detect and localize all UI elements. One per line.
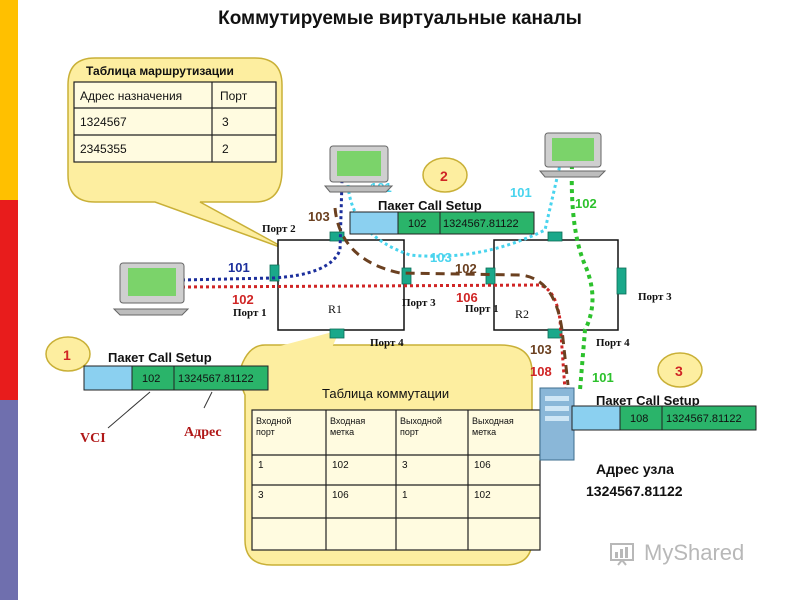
call-setup-packet: Пакет Call Setup 102 1324567.81122: [83, 350, 269, 391]
svg-text:Пакет Call Setup: Пакет Call Setup: [108, 350, 212, 365]
switching-cell: 102: [474, 490, 491, 501]
svg-text:1324567.81122: 1324567.81122: [443, 218, 519, 230]
svg-text:Пакет Call Setup: Пакет Call Setup: [378, 198, 482, 213]
channel-label-red: 102: [232, 292, 254, 307]
switching-cell: 106: [474, 460, 491, 471]
routing-table: [73, 81, 277, 163]
svg-text:1: 1: [63, 347, 71, 363]
stripe-red: [0, 200, 18, 400]
step-badge: 1: [45, 336, 91, 372]
channel-label-brown: 103: [308, 209, 330, 224]
svg-text:3: 3: [675, 363, 683, 379]
channel-label-brown: 103: [530, 342, 552, 357]
address-pointer: [203, 391, 213, 409]
port-label: Порт 3: [402, 297, 436, 309]
port-label: Порт 1: [465, 303, 499, 315]
computer-icon: [323, 145, 394, 193]
server-icon: [539, 387, 575, 461]
watermark: MyShared: [644, 540, 745, 565]
routing-cell-port: 2: [222, 142, 229, 156]
port-label: Порт 2: [262, 223, 296, 235]
stripe-purple: [0, 400, 18, 600]
step-badge: 3: [657, 352, 703, 388]
svg-text:Пакет Call Setup: Пакет Call Setup: [596, 393, 700, 408]
svg-text:1324567.81122: 1324567.81122: [666, 413, 742, 425]
port-label: Порт 4: [596, 337, 630, 349]
svg-text:108: 108: [630, 413, 648, 425]
router-r2-name: R2: [515, 307, 529, 321]
channel-label-cyan: 103: [430, 250, 452, 265]
channel-label-brown: 102: [455, 261, 477, 276]
switching-cell: 3: [258, 490, 264, 501]
svg-text:102: 102: [142, 373, 160, 385]
svg-text:102: 102: [408, 218, 426, 230]
router-r1-name: R1: [328, 302, 342, 316]
port-label: Порт 4: [370, 337, 404, 349]
switching-cell: 102: [332, 460, 349, 471]
switching-cell: 106: [332, 490, 349, 501]
switching-table-caption: Таблица коммутации: [322, 386, 449, 401]
channel-label-blue: 101: [228, 260, 250, 275]
channel-label-green: 102: [575, 196, 597, 211]
router-ports: [269, 231, 627, 339]
myshared-logo-icon: [610, 543, 634, 566]
port-label: Порт 1: [233, 307, 267, 319]
call-setup-packet: Пакет Call Setup 102 1324567.81122: [349, 198, 535, 235]
node-address-value: 1324567.81122: [586, 483, 683, 499]
channel-label-red: 106: [456, 290, 478, 305]
svg-text:1324567.81122: 1324567.81122: [178, 373, 254, 385]
switching-cell: 1: [258, 460, 264, 471]
computer-icon: [538, 132, 607, 178]
channel-brown: [333, 207, 570, 386]
node-address-label: Адрес узла: [596, 461, 674, 477]
switching-cell: 3: [402, 460, 408, 471]
address-annotation: Адрес: [184, 425, 222, 440]
channel-label-cyan: 101: [510, 185, 532, 200]
routing-header-port: Порт: [220, 89, 248, 103]
switching-bubble-pointer: [265, 330, 340, 352]
computer-icon: [112, 262, 190, 316]
page-title: Коммутируемые виртуальные каналы: [218, 8, 582, 29]
switching-cell: 1: [402, 490, 408, 501]
call-setup-packet: Пакет Call Setup 108 1324567.81122: [571, 393, 757, 431]
step-badge: 2: [422, 157, 468, 193]
vci-annotation: VCI: [80, 431, 106, 446]
routing-header-address: Адрес назначения: [80, 89, 182, 103]
stripe-yellow: [0, 0, 18, 200]
vci-pointer: [107, 391, 151, 429]
channel-label-red: 108: [530, 364, 552, 379]
channel-label-green: 101: [592, 370, 614, 385]
routing-table-caption: Таблица маршрутизации: [86, 64, 234, 78]
routing-cell-port: 3: [222, 115, 229, 129]
routing-cell-address: 1324567: [80, 115, 127, 129]
channel-green: [569, 164, 595, 391]
switching-table: [251, 409, 541, 551]
svg-text:2: 2: [440, 168, 448, 184]
port-label: Порт 3: [638, 291, 672, 303]
routing-cell-address: 2345355: [80, 142, 127, 156]
